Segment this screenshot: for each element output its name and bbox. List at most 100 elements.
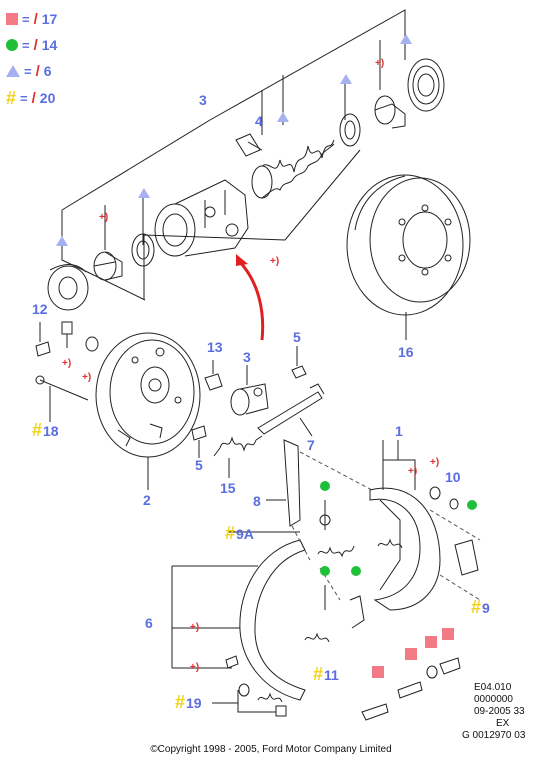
bleed-nipple-5 [291, 365, 307, 379]
legend-slash: / [33, 36, 38, 54]
backing-plate [95, 332, 201, 458]
callout-3b: 3 [243, 349, 251, 365]
callout-9-label: 9 [482, 600, 490, 616]
reference-block: E04.010 0000000 09-2005 33 EX G 0012970 … [462, 682, 525, 742]
legend-number: 17 [41, 11, 58, 27]
lever-8 [283, 439, 301, 527]
spring-small [449, 498, 459, 510]
callout-9a: #9A [225, 523, 254, 543]
rubber-boot-left [47, 264, 89, 311]
bleed-screw [235, 133, 263, 157]
callout-9: #9 [471, 597, 490, 617]
bracket-line-top [61, 9, 406, 211]
callout-2: 2 [143, 492, 151, 508]
callout-5a: 5 [293, 329, 301, 345]
legend-slash: / [33, 10, 38, 28]
piston-left [93, 251, 123, 281]
callout-3: 3 [199, 92, 207, 108]
plus-marker: +) [375, 58, 385, 69]
hash-icon: # [313, 664, 324, 684]
plus-marker: +) [270, 256, 280, 267]
piston-right [374, 95, 406, 129]
retainer-9 [454, 539, 479, 576]
callout-16: 16 [398, 344, 414, 360]
clip-10 [429, 486, 441, 500]
legend-row-hash: # = / 20 [6, 89, 55, 107]
pin-18 [35, 375, 89, 401]
callout-1: 1 [395, 423, 403, 439]
callout-18-label: 18 [43, 423, 59, 439]
seal-right [339, 113, 361, 147]
callout-11-label: 11 [324, 667, 339, 683]
legend-slash: / [31, 89, 36, 107]
callout-18: #18 [32, 420, 59, 440]
callout-12: 12 [32, 301, 48, 317]
plus-marker: +) [190, 622, 200, 633]
triangle-symbol-icon [6, 65, 20, 77]
cap-5 [191, 425, 207, 441]
wheel-cylinder-3 [230, 383, 269, 416]
legend-slash: / [35, 62, 40, 80]
assembly-arrow [236, 254, 265, 341]
legend-number: 14 [41, 37, 58, 53]
legend-equals: = [20, 90, 28, 106]
legend-equals: = [24, 63, 32, 79]
legend-number: 20 [39, 90, 56, 106]
brake-shoe-6 [239, 539, 306, 701]
callout-5b: 5 [195, 457, 203, 473]
wheel-cylinder-body [154, 179, 249, 257]
square-symbol-icon [6, 13, 18, 25]
plus-marker: +) [62, 358, 72, 369]
hash-symbol-icon: # [6, 88, 17, 108]
rubber-boot-right [407, 58, 445, 112]
plus-marker: +) [190, 662, 200, 673]
callout-8: 8 [253, 493, 261, 509]
reference-line: 09-2005 33 [474, 706, 525, 717]
copyright-text: ©Copyright 1998 - 2005, Ford Motor Compa… [150, 744, 392, 755]
callout-15: 15 [220, 480, 236, 496]
pin-spring-9a [319, 500, 365, 629]
triangle-markers [56, 34, 412, 246]
spring-top [251, 139, 335, 199]
callout-7: 7 [307, 437, 315, 453]
plus-marker: +) [99, 212, 109, 223]
hardware-19 [238, 683, 287, 717]
hash-icon: # [175, 692, 186, 712]
green-dot-markers [320, 481, 477, 576]
callout-6: 6 [145, 615, 153, 631]
hash-icon: # [32, 420, 43, 440]
clip-12 [35, 341, 51, 357]
legend-equals: = [22, 11, 30, 27]
callout-19: #19 [175, 692, 202, 712]
brake-shoe-1 [369, 487, 441, 611]
legend-number: 6 [43, 63, 52, 79]
legend-row-square: = / 17 [6, 10, 57, 28]
bracket-line-left [143, 149, 361, 300]
springs-mid [304, 538, 403, 643]
reference-line: E04.010 [474, 682, 512, 693]
legend-row-triangle: = / 6 [6, 62, 52, 80]
callout-9a-label: 9A [236, 526, 254, 542]
legend-equals: = [22, 37, 30, 53]
reference-line: EX [496, 718, 510, 729]
adjuster-lever-7 [257, 383, 325, 435]
legend-row-dot: = / 14 [6, 36, 57, 54]
reference-line: 0000000 [474, 694, 513, 705]
callout-4: 4 [255, 113, 263, 129]
dot-symbol-icon [6, 39, 18, 51]
small-bolts-bottom [225, 655, 461, 721]
clip-13 [204, 373, 223, 391]
hash-icon: # [225, 523, 236, 543]
plus-marker: +) [430, 457, 440, 468]
plus-marker: +) [82, 372, 92, 383]
bolt-12 [61, 321, 73, 348]
plus-marker: +) [408, 466, 418, 477]
callout-13: 13 [207, 339, 223, 355]
callout-10: 10 [445, 469, 461, 485]
hash-icon: # [471, 597, 482, 617]
reference-line: G 0012970 03 [462, 730, 526, 741]
callout-19-label: 19 [186, 695, 202, 711]
seal-left [131, 233, 155, 267]
washer [85, 336, 99, 352]
